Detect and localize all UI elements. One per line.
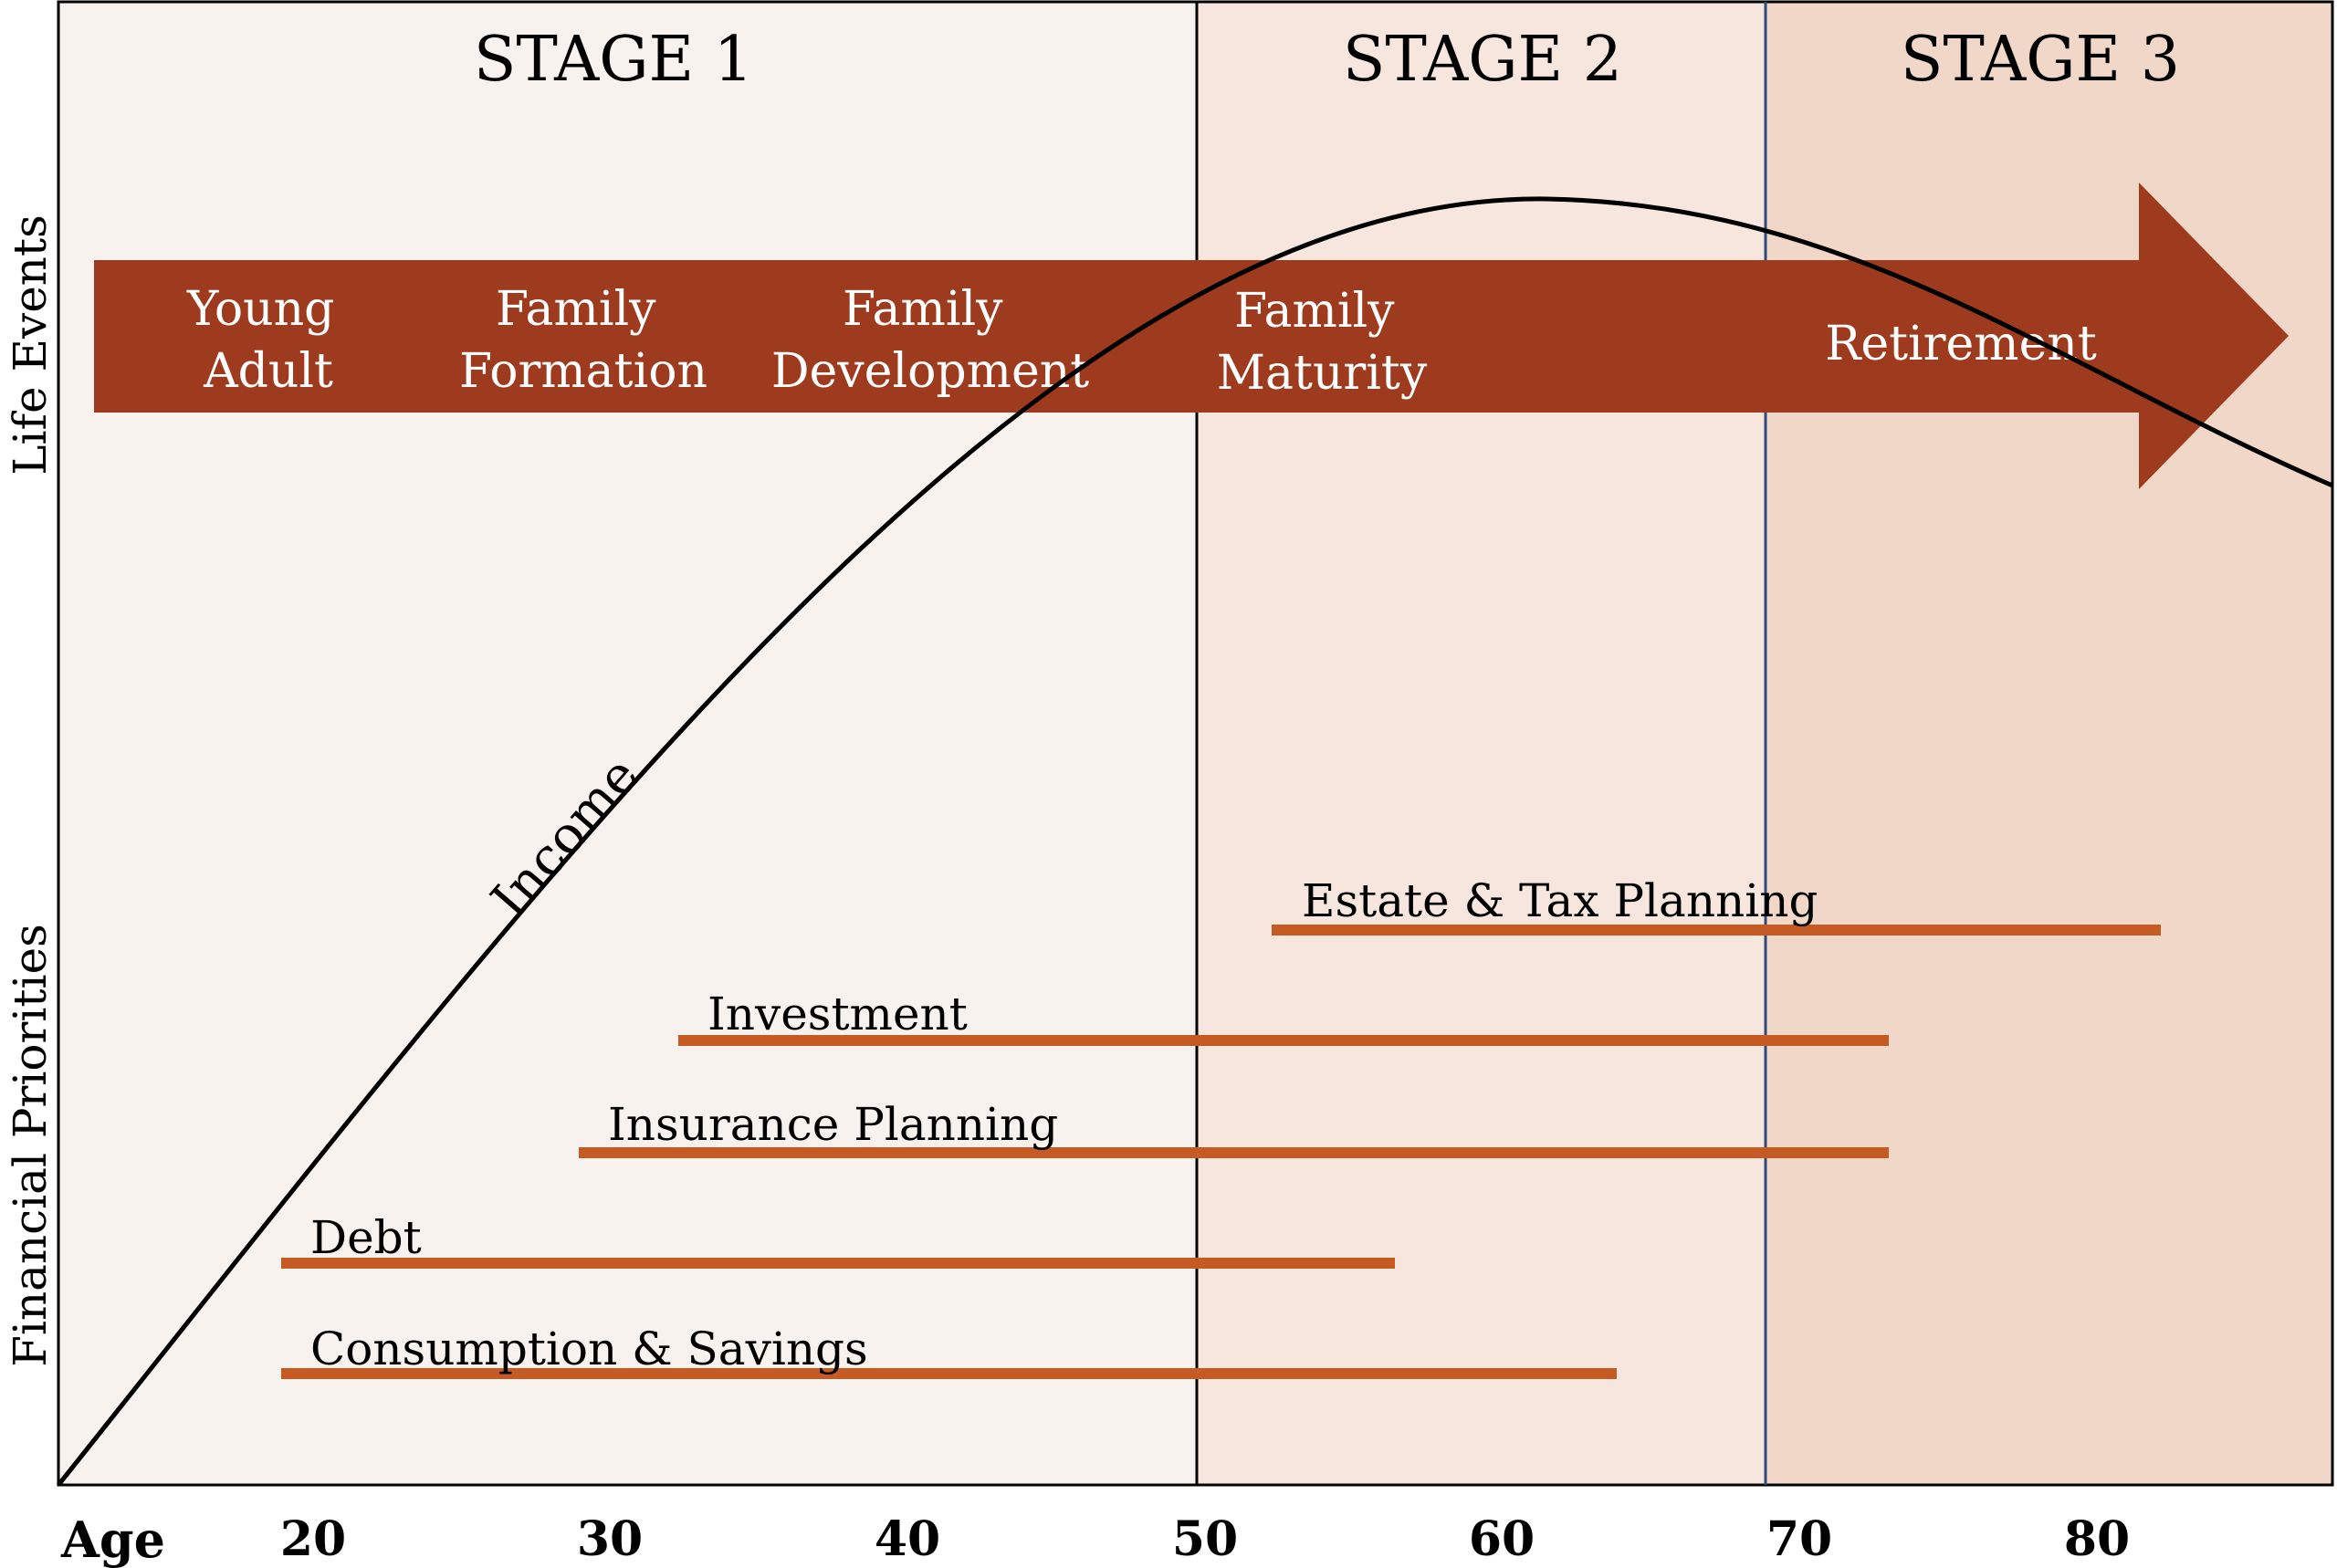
age-tick-label: 80 [2064,1511,2130,1567]
stage-2-title: STAGE 2 [1343,24,1622,96]
life-event-line: Maturity [1217,346,1428,401]
priority-debt: Debt [281,1211,1395,1269]
priority-consumption-savings: Consumption & Savings [281,1322,1617,1379]
stage-3-title: STAGE 3 [1901,24,2180,96]
priority-label: Investment [707,988,968,1040]
life-event-family-formation: Family Formation [459,282,707,399]
life-event-line: Development [771,344,1089,399]
life-event-retirement: Retirement [1825,317,2097,371]
life-event-family-development: Family Development [771,282,1089,399]
priority-label: Debt [310,1211,422,1264]
life-event-line: Family [496,282,656,337]
life-events-labels: Young Adult Family Formation Family Deve… [186,282,2097,401]
age-tick-label: 20 [280,1511,346,1567]
stage-1-title: STAGE 1 [474,24,753,96]
life-event-line: Adult [203,344,333,399]
age-tick-label: 40 [875,1511,940,1567]
life-event-line: Family [1234,284,1395,339]
priority-label: Consumption & Savings [310,1322,868,1375]
stage-3-panel [1766,2,2332,1485]
life-event-line: Retirement [1825,317,2097,371]
priority-label: Insurance Planning [608,1098,1058,1151]
life-event-family-maturity: Family Maturity [1217,284,1428,401]
age-tick-label: 30 [577,1511,643,1567]
stage-1-panel [58,2,1197,1485]
life-events-axis-title: Life Events [4,214,57,475]
age-tick-label: 60 [1469,1511,1535,1567]
age-tick-labels: 20 30 40 50 60 70 80 [280,1511,2130,1567]
priority-bars: Estate & Tax Planning Investment Insuran… [281,874,2161,1379]
priority-label: Estate & Tax Planning [1302,874,1818,927]
age-tick-label: 50 [1172,1511,1238,1567]
priority-insurance-planning: Insurance Planning [579,1098,1889,1158]
financial-priorities-axis-title: Financial Priorities [4,924,57,1366]
life-event-line: Formation [459,344,707,399]
income-curve [57,196,2333,1487]
age-tick-label: 70 [1766,1511,1832,1567]
life-event-line: Young [186,282,334,337]
priority-investment: Investment [678,988,1889,1046]
life-event-young-adult: Young Adult [186,282,350,399]
priority-estate-tax-planning: Estate & Tax Planning [1272,874,2161,936]
life-event-line: Family [843,282,1003,337]
age-axis-title: Age [60,1511,165,1568]
life-events-arrow [94,183,2289,489]
